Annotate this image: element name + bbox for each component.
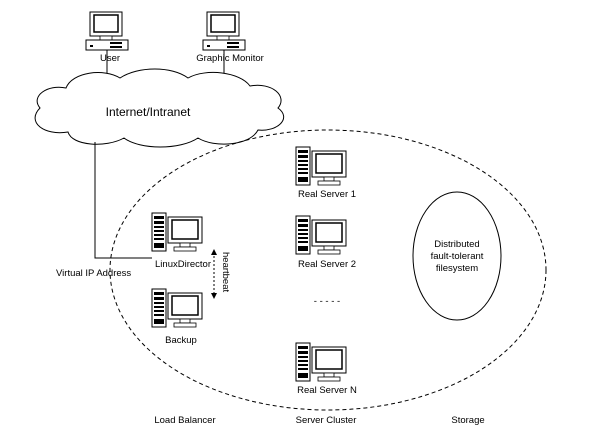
real-server-n-icon — [295, 342, 347, 382]
storage-line-1: Distributed — [434, 239, 479, 250]
cloud-label: Internet/Intranet — [106, 105, 191, 119]
heartbeat-arrow-up-icon — [211, 249, 217, 255]
backup-label: Backup — [165, 335, 197, 346]
user-computer-icon — [85, 11, 129, 51]
real-server-2-icon — [295, 215, 347, 255]
heartbeat-arrow-down-icon — [211, 293, 217, 299]
distributed-storage-ellipse — [412, 191, 502, 321]
graphic-monitor-computer-icon — [202, 11, 246, 51]
server-ellipsis: - - - - - — [314, 296, 340, 307]
internet-cloud — [34, 68, 285, 148]
real-server-1-label: Real Server 1 — [298, 189, 356, 200]
virtual-ip-label: Virtual IP Address — [56, 268, 131, 279]
load-balancer-section-label: Load Balancer — [154, 415, 215, 426]
real-server-1-icon — [295, 146, 347, 186]
real-server-n-label: Real Server N — [297, 385, 357, 396]
user-label: User — [100, 53, 120, 64]
virtual-ip-connection-line — [94, 142, 152, 259]
real-server-2-label: Real Server 2 — [298, 259, 356, 270]
server-cluster-section-label: Server Cluster — [296, 415, 357, 426]
linux-director-label: LinuxDirector — [155, 259, 211, 270]
storage-line-3: filesystem — [436, 263, 478, 274]
linux-director-server-icon — [151, 212, 203, 252]
storage-line-2: fault-tolerant — [431, 251, 484, 262]
heartbeat-label: heartbeat — [220, 252, 231, 293]
storage-section-label: Storage — [451, 415, 484, 426]
backup-server-icon — [151, 288, 203, 328]
cluster-boundary — [109, 129, 547, 411]
graphic-monitor-label: Graphic Monitor — [196, 53, 264, 64]
